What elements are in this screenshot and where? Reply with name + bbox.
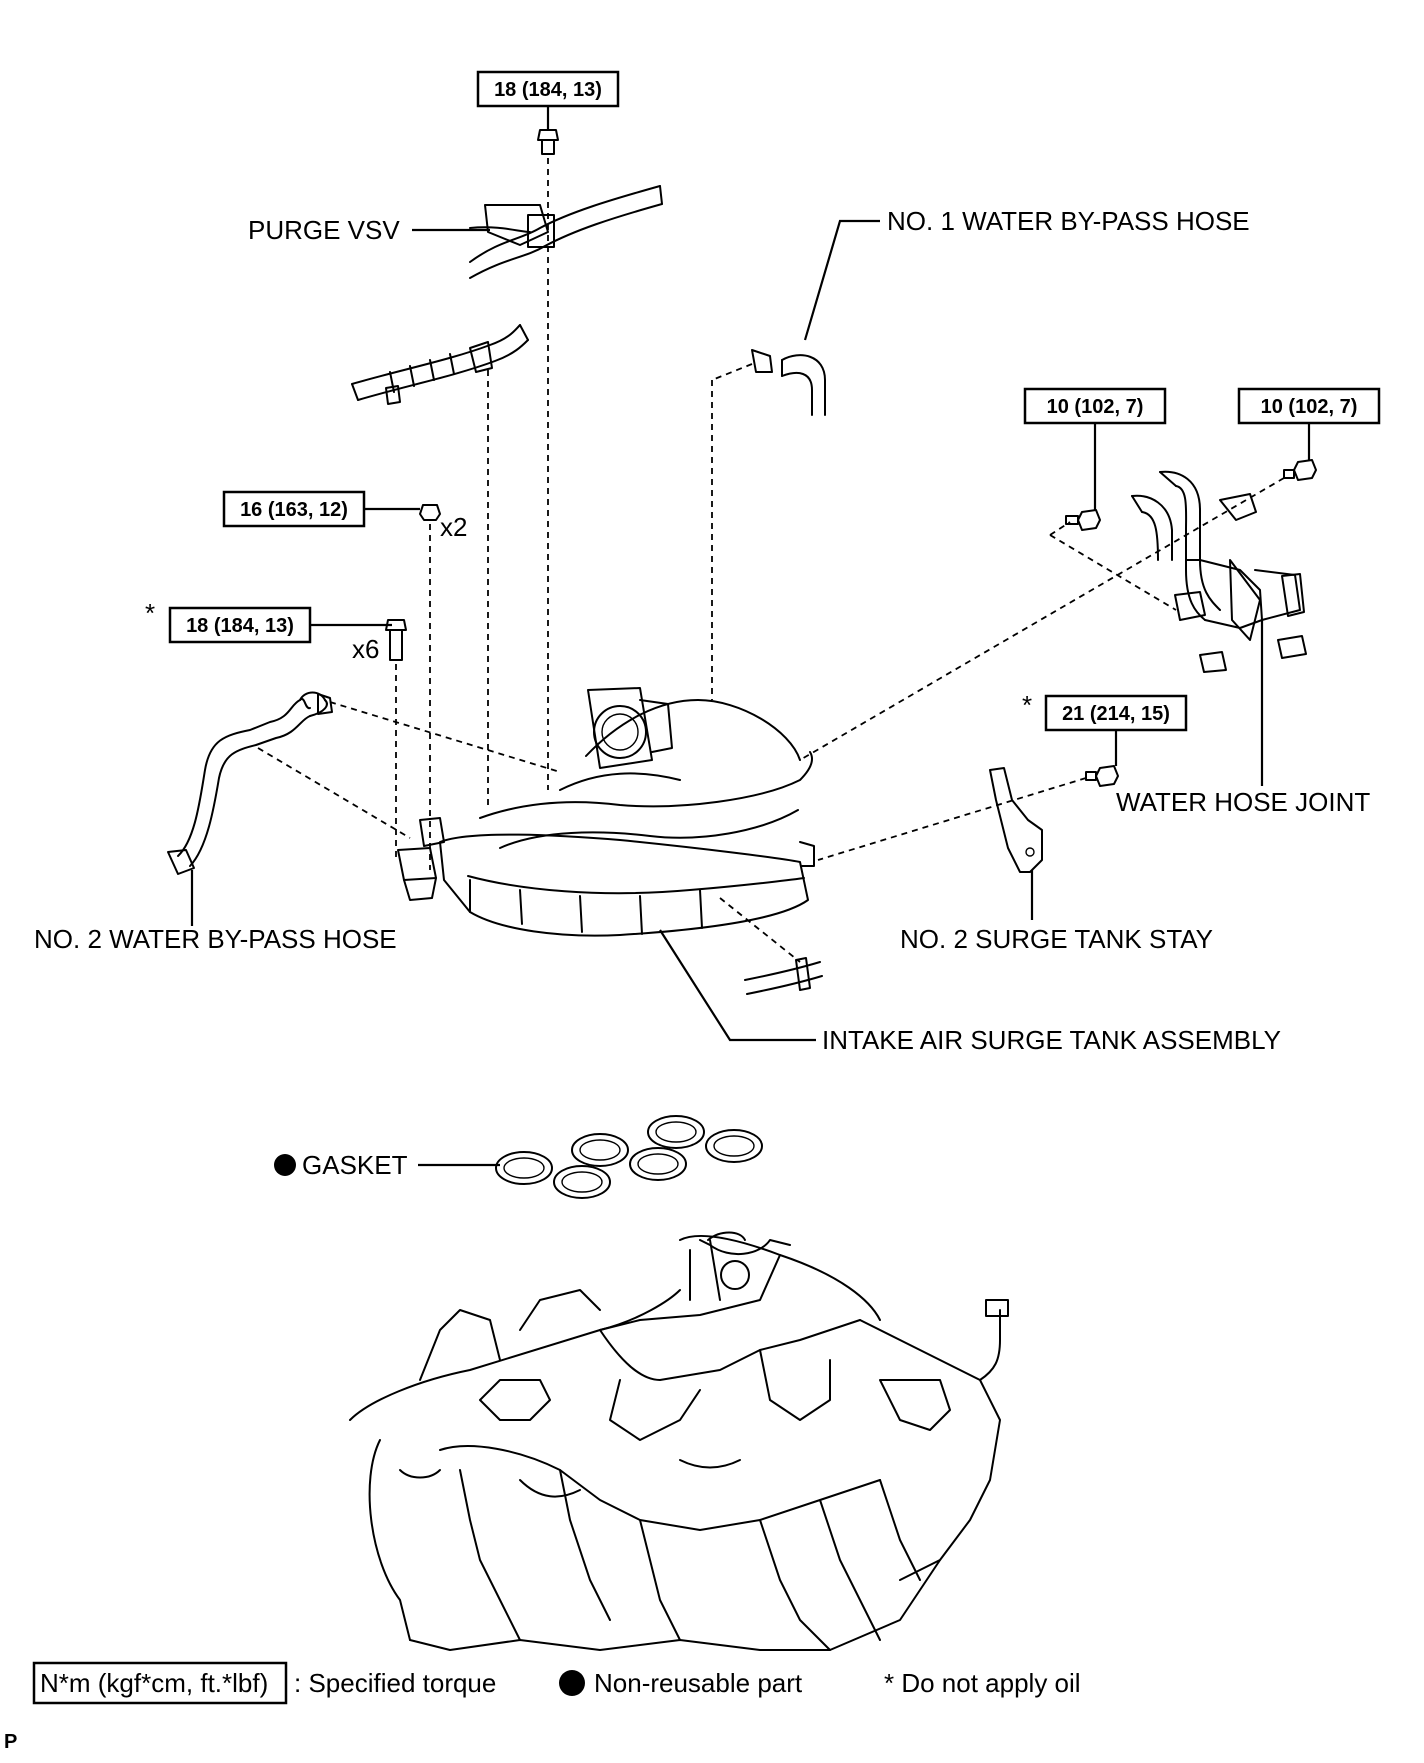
legend-nonreusable-text: Non-reusable part bbox=[594, 1668, 803, 1698]
dashed-guide bbox=[329, 701, 561, 773]
no-oil-asterisk: * bbox=[1022, 690, 1032, 720]
dashed-guide bbox=[711, 363, 753, 381]
dashed-guide bbox=[1049, 534, 1177, 611]
no1-water-bypass-hose-icon bbox=[751, 349, 826, 416]
water-hose-joint-icon bbox=[1131, 470, 1307, 673]
torque-spec-nut: 16 (163, 12) bbox=[222, 490, 366, 528]
no2-surge-tank-stay-label: NO. 2 SURGE TANK STAY bbox=[900, 924, 1213, 954]
purge-vsv-icon bbox=[469, 185, 663, 279]
footer-code: P bbox=[4, 1731, 17, 1753]
torque-value: 21 (214, 15) bbox=[1062, 703, 1170, 725]
no2-water-bypass-hose-icon bbox=[167, 691, 333, 875]
torque-value: 18 (184, 13) bbox=[494, 79, 602, 101]
nut-icon bbox=[419, 504, 441, 521]
nut-quantity: x2 bbox=[440, 512, 467, 542]
dashed-guide bbox=[257, 747, 411, 839]
no2-surge-tank-stay-icon bbox=[989, 767, 1043, 873]
surge-stay-bolt-icon bbox=[1085, 765, 1119, 787]
dashed-guide bbox=[799, 477, 1285, 761]
legend-no-oil-text: * Do not apply oil bbox=[884, 1668, 1081, 1698]
stay-bolt-left-icon bbox=[1065, 509, 1101, 531]
nonreusable-dot-icon bbox=[274, 1154, 296, 1176]
no1-water-bypass-hose-label: NO. 1 WATER BY-PASS HOSE bbox=[887, 206, 1250, 236]
water-hose-joint-label: WATER HOSE JOINT bbox=[1116, 787, 1370, 817]
torque-spec-manifold-bolt: * 18 (184, 13) bbox=[145, 598, 312, 644]
top-bolt-icon bbox=[537, 106, 559, 155]
legend: N*m (kgf*cm, ft.*lbf) : Specified torque… bbox=[32, 1661, 1081, 1705]
leader-line bbox=[659, 929, 816, 1042]
hose-clip-hose-icon bbox=[351, 324, 529, 405]
bolt-quantity: x6 bbox=[352, 634, 379, 664]
purge-vsv-label: PURGE VSV bbox=[248, 215, 400, 245]
gasket-icon bbox=[495, 1115, 763, 1199]
legend-torque-units: N*m (kgf*cm, ft.*lbf) bbox=[40, 1668, 268, 1698]
torque-spec-top-bolt: 18 (184, 13) bbox=[476, 70, 620, 108]
dashed-guide bbox=[719, 897, 801, 963]
no2-water-bypass-hose-label: NO. 2 WATER BY-PASS HOSE bbox=[34, 924, 397, 954]
no-oil-asterisk: * bbox=[145, 598, 155, 628]
intake-air-surge-tank-icon bbox=[397, 687, 823, 995]
leader-line bbox=[803, 219, 880, 341]
legend-nonreusable-dot-icon bbox=[559, 1670, 585, 1696]
gasket-label-group: GASKET bbox=[274, 1150, 500, 1180]
intake-air-surge-tank-assembly-label: INTAKE AIR SURGE TANK ASSEMBLY bbox=[822, 1025, 1281, 1055]
stay-bolt-right-icon bbox=[1283, 459, 1317, 481]
legend-torque-text: : Specified torque bbox=[294, 1668, 496, 1698]
torque-value: 10 (102, 7) bbox=[1047, 396, 1144, 418]
torque-value: 18 (184, 13) bbox=[186, 615, 294, 637]
torque-value: 16 (163, 12) bbox=[240, 499, 348, 521]
legend-torque-box bbox=[32, 1661, 288, 1705]
engine-block-outline-icon bbox=[349, 1231, 1009, 1651]
dashed-guide bbox=[1049, 521, 1071, 536]
manifold-bolt-icon bbox=[385, 619, 407, 661]
torque-spec-stay-bolt-right: 10 (102, 7) bbox=[1237, 387, 1381, 425]
torque-spec-surge-stay-bolt: * 21 (214, 15) bbox=[1022, 690, 1188, 732]
torque-value: 10 (102, 7) bbox=[1261, 396, 1358, 418]
dashed-guide bbox=[817, 777, 1087, 861]
gasket-label: GASKET bbox=[302, 1150, 408, 1180]
torque-spec-stay-bolt-left: 10 (102, 7) bbox=[1023, 387, 1167, 425]
